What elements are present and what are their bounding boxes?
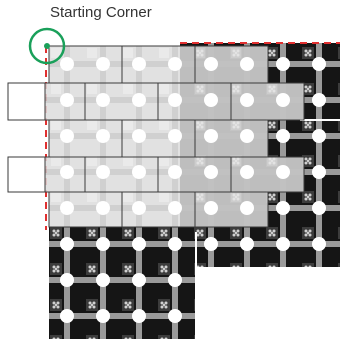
tile	[231, 157, 304, 192]
tile-layout	[8, 46, 304, 227]
tile-overhang	[8, 157, 45, 192]
tile	[85, 157, 158, 192]
tile	[122, 46, 195, 83]
floor-mat-bottom	[49, 227, 196, 339]
tile	[195, 46, 268, 83]
tile	[45, 83, 85, 120]
tile	[158, 83, 231, 120]
tile	[85, 83, 158, 120]
tile	[122, 120, 195, 157]
tile	[45, 157, 85, 192]
tile	[195, 192, 268, 227]
tile	[49, 120, 122, 157]
starting-corner-label: Starting Corner	[50, 4, 152, 21]
tile	[231, 83, 304, 120]
tile	[122, 192, 195, 227]
tile	[49, 192, 122, 227]
tile-overhang	[8, 83, 45, 120]
tile	[195, 120, 268, 157]
tile	[49, 46, 122, 83]
tile	[158, 157, 231, 192]
